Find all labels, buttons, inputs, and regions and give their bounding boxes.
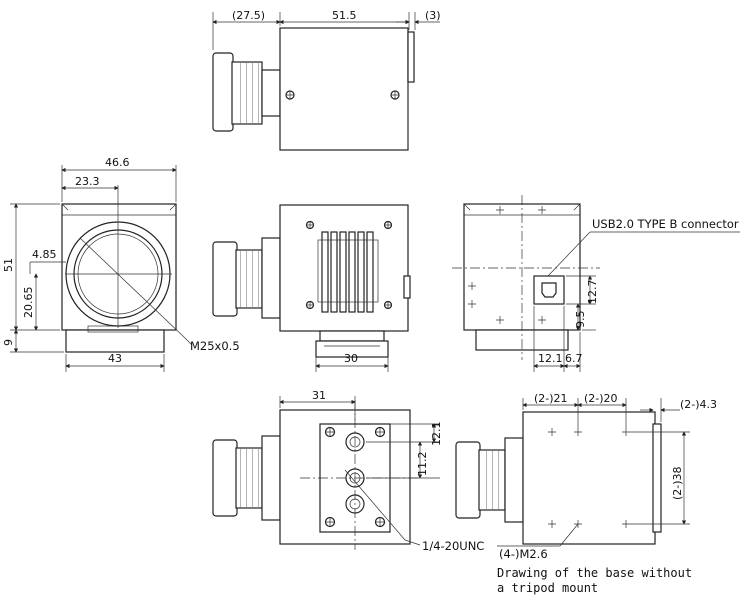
lens-threads bbox=[236, 63, 260, 123]
dim-rear-w1: 12.1 bbox=[538, 352, 563, 365]
screw bbox=[374, 516, 386, 528]
dim-front-lens-height: 20.65 bbox=[22, 287, 35, 319]
thread-label: M25x0.5 bbox=[190, 339, 240, 353]
dim-body-length: 51.5 bbox=[332, 9, 357, 22]
rear-screw-marks bbox=[468, 206, 546, 324]
dim-base-d: (2-)38 bbox=[671, 466, 684, 500]
front-view: 46.6 23.3 51 9 20.65 4.85 43 M25x0.5 bbox=[2, 156, 240, 372]
dim-base-a: (2-)21 bbox=[534, 392, 568, 405]
base-view: (2-)21 (2-)20 (2-)4.3 (2-)38 (4-)M2.6 Dr… bbox=[455, 392, 717, 595]
screw bbox=[374, 426, 386, 438]
front-base bbox=[65, 329, 165, 353]
dim-lens-length: (27.5) bbox=[232, 9, 265, 22]
camera-body bbox=[279, 27, 409, 151]
dim-front-width: 46.6 bbox=[105, 156, 130, 169]
dim-bottom-width: 31 bbox=[312, 389, 326, 402]
dim-front-height: 51 bbox=[2, 258, 15, 272]
usb-connector-label: USB2.0 TYPE B connector bbox=[592, 217, 739, 231]
side-lens-mount bbox=[261, 237, 281, 319]
side-tripod-base bbox=[315, 340, 389, 358]
lens-front bbox=[212, 52, 234, 132]
bottom-lens-front bbox=[212, 439, 238, 517]
dim-front-bottom: 43 bbox=[108, 352, 122, 365]
base-lens-mount bbox=[504, 437, 524, 523]
heat-sink-fins bbox=[317, 231, 379, 313]
dim-front-base: 9 bbox=[2, 339, 15, 346]
dim-bottom-a: 12.1 bbox=[430, 422, 443, 447]
dim-side-base: 30 bbox=[344, 352, 358, 365]
dim-bottom-b: 11.2 bbox=[416, 452, 429, 477]
back-plate bbox=[407, 31, 415, 83]
dim-rear-h1: 12.7 bbox=[586, 280, 599, 305]
base-lens-front bbox=[455, 441, 481, 519]
tripod-thread-label: 1/4-20UNC bbox=[422, 539, 484, 553]
usb-port bbox=[541, 282, 557, 298]
lens-mount bbox=[261, 69, 281, 117]
screw bbox=[390, 90, 400, 100]
bottom-view: 31 12.1 11.2 1/4-20UNC bbox=[212, 389, 484, 553]
bottom-lens-mount bbox=[261, 435, 281, 521]
screw-label: (4-)M2.6 bbox=[499, 547, 548, 561]
screw bbox=[383, 220, 393, 230]
dim-front-offset: 4.85 bbox=[32, 248, 57, 261]
screw bbox=[324, 516, 336, 528]
side-tripod-top bbox=[319, 330, 385, 342]
side-view: 30 bbox=[212, 204, 411, 372]
dim-back-length: (3) bbox=[425, 9, 441, 22]
base-note-line1: Drawing of the base without bbox=[497, 566, 692, 580]
base-note-line2: a tripod mount bbox=[497, 581, 598, 595]
screw bbox=[285, 90, 295, 100]
screw bbox=[324, 426, 336, 438]
side-connector bbox=[403, 275, 411, 299]
screw bbox=[383, 300, 393, 310]
dim-front-center: 23.3 bbox=[75, 175, 100, 188]
dim-base-b: (2-)20 bbox=[584, 392, 618, 405]
side-lens-front bbox=[212, 241, 238, 317]
screw bbox=[305, 220, 315, 230]
top-view: (27.5) 51.5 (3) bbox=[212, 9, 441, 151]
base-back-plate bbox=[652, 423, 662, 533]
dim-rear-h2: 9.5 bbox=[574, 311, 587, 329]
dim-rear-w2: 6.7 bbox=[565, 352, 583, 365]
dim-base-c: (2-)4.3 bbox=[680, 398, 717, 411]
rear-view: USB2.0 TYPE B connector 12.7 9.5 12.1 6.… bbox=[452, 195, 740, 372]
screw bbox=[305, 300, 315, 310]
